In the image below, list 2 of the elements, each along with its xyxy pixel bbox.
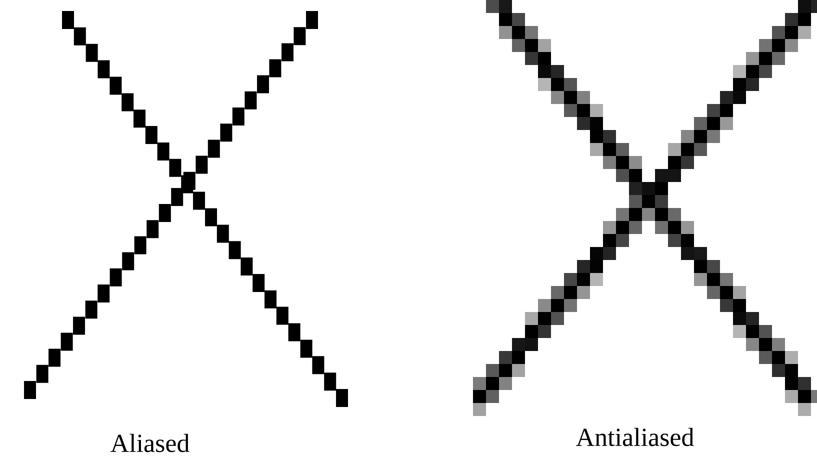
caption-label: Antialiased — [576, 428, 694, 446]
caption-label: Aliased — [110, 434, 190, 452]
